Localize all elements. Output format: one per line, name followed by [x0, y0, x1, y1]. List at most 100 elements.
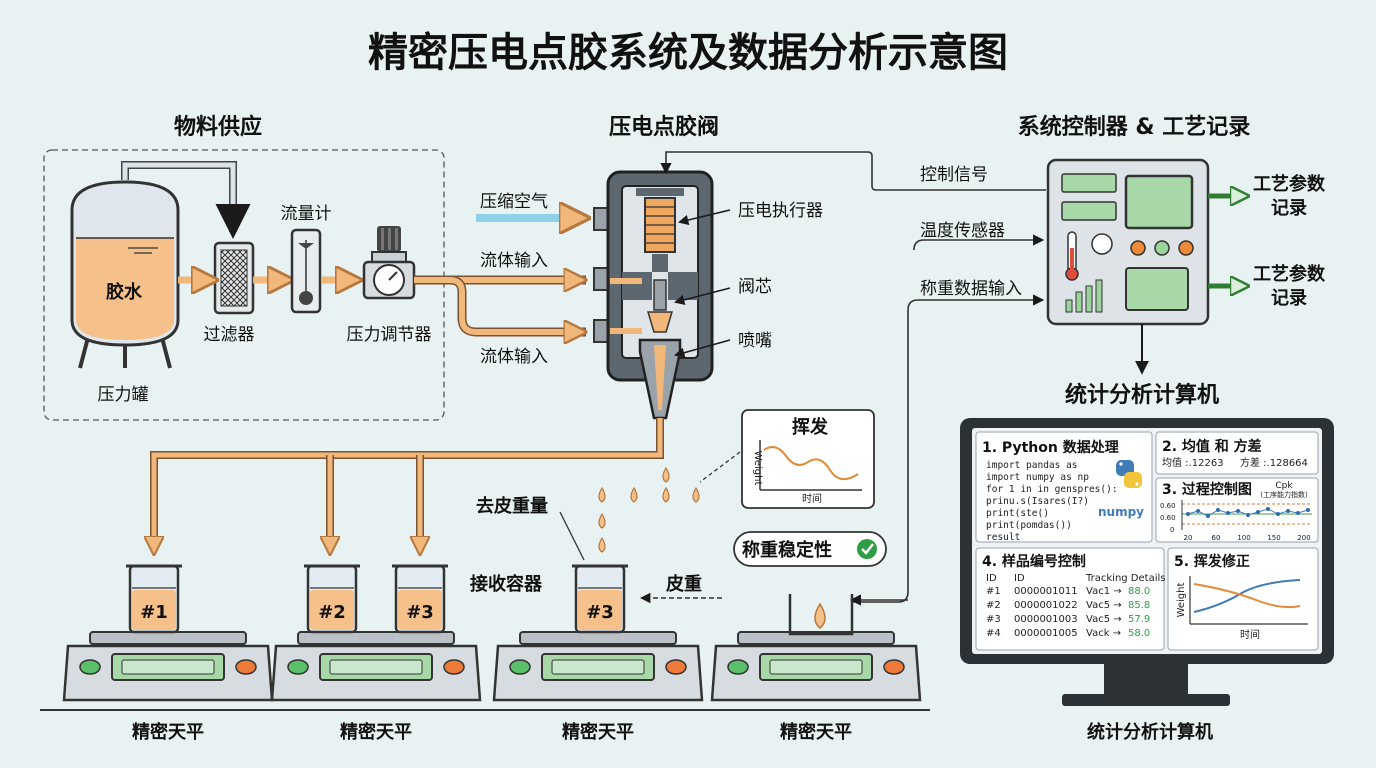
control-chart-point — [1296, 511, 1300, 515]
flowmeter — [290, 228, 322, 314]
actuator-label: 压电执行器 — [738, 201, 823, 221]
temp-sensor-label: 温度传感器 — [920, 221, 1005, 241]
row-id: 0000001003 — [1014, 614, 1078, 625]
tare-weight-label: 去皮重量 — [476, 495, 548, 517]
code-line-2: import numpy as np — [986, 472, 1089, 483]
control-chart-point — [1286, 509, 1290, 513]
scale-button-orange — [235, 659, 257, 675]
panel-mean-variance: 2. 均值 和 方差 均值 :.12263 方差 :.128664 — [1155, 431, 1319, 475]
filter — [213, 241, 255, 315]
pressure-regulator — [362, 226, 416, 300]
beaker-label: #2 — [318, 602, 346, 623]
xtick-1: 20 — [1184, 534, 1193, 542]
code-line-4: prinu.s(Isares(I?) — [986, 496, 1089, 507]
piezo-valve — [593, 170, 714, 420]
python-logo-icon — [1116, 460, 1142, 488]
beaker-label: #1 — [140, 602, 168, 623]
code-line-6: print(pomdas()) — [986, 520, 1072, 531]
beaker-label: #3 — [586, 602, 614, 623]
distribution-pipe — [150, 418, 664, 548]
panel-control-chart: 3. 过程控制图 Cpk (工序能力指数) 0.60 0.60 0 20 60 … — [1155, 477, 1319, 543]
scale-label: 精密天平 — [340, 721, 412, 743]
regulator-label: 压力调节器 — [347, 325, 432, 345]
row-tracking: Vac1 → — [1086, 586, 1122, 597]
evaporation-xlabel: 时间 — [802, 492, 822, 505]
air-label: 压缩空气 — [480, 192, 548, 212]
system-controller — [1046, 158, 1210, 326]
control-chart-point — [1266, 507, 1270, 511]
tank-content-label: 胶水 — [106, 281, 143, 303]
cpk-sublabel: (工序能力指数) — [1260, 490, 1308, 499]
control-chart-point — [1246, 513, 1250, 517]
scale-button-green — [79, 659, 101, 675]
core-pointer — [673, 287, 731, 305]
row-value: 88.0 — [1128, 586, 1150, 597]
panel-5-title: 5. 挥发修正 — [1174, 553, 1250, 570]
led-green — [1154, 240, 1170, 256]
scale-button-orange — [443, 659, 465, 675]
pressure-tank: 胶水 — [70, 180, 180, 369]
row-index: #4 — [986, 628, 1001, 639]
led-orange-2 — [1178, 240, 1194, 256]
control-chart-point — [1186, 512, 1190, 516]
row-tracking: Vac5 → — [1086, 614, 1122, 625]
page-title: 精密压电点胶系统及数据分析示意图 — [368, 30, 1008, 76]
core-label: 阀芯 — [738, 277, 772, 297]
ytick-3: 0 — [1170, 526, 1174, 534]
tare-label: 皮重 — [666, 573, 702, 595]
cpk-label: Cpk — [1275, 481, 1293, 491]
control-chart-point — [1236, 509, 1240, 513]
row-id: 0000001022 — [1014, 600, 1078, 611]
evaporation-title: 挥发 — [792, 416, 829, 438]
xtick-2: 60 — [1212, 534, 1221, 542]
section-valve-title: 压电点胶阀 — [609, 114, 719, 140]
scale-button-green — [727, 659, 749, 675]
nozzle-pointer — [673, 339, 731, 358]
panel-2-title: 2. 均值 和 方差 — [1162, 438, 1262, 455]
tank-label: 压力罐 — [98, 385, 149, 405]
flowmeter-label: 流量计 — [281, 204, 332, 224]
section-supply-title: 物料供应 — [174, 114, 262, 140]
numpy-logo-text: numpy — [1098, 505, 1144, 519]
control-chart-points — [1186, 507, 1310, 518]
row-id: 0000001005 — [1014, 628, 1078, 639]
supply-dashed-box — [43, 149, 445, 421]
row-tracking: Vack → — [1086, 628, 1121, 639]
ytick-2: 0.60 — [1160, 514, 1176, 522]
panel-evaporation-correction: 5. 挥发修正 Weight 时间 — [1167, 547, 1319, 651]
control-chart-point — [1226, 511, 1230, 515]
variance-value: 方差 :.128664 — [1240, 456, 1308, 469]
stability-badge: 称重稳定性 — [733, 531, 887, 567]
scale-button-green — [509, 659, 531, 675]
led-orange — [1130, 240, 1146, 256]
droplets — [598, 466, 700, 553]
check-icon — [857, 539, 877, 559]
row-value: 57.9 — [1128, 614, 1150, 625]
evaporation-ylabel: Weight — [752, 451, 763, 486]
record-1-line2: 记录 — [1271, 198, 1307, 219]
code-line-1: import pandas as — [986, 460, 1078, 471]
mean-value: 均值 :.12263 — [1162, 456, 1224, 469]
fluid-input-label-1: 流体输入 — [480, 251, 548, 271]
evaporation-pointer — [699, 451, 741, 483]
panel-python: 1. Python 数据处理 import pandas as import n… — [975, 431, 1153, 543]
row-tracking: Vac5 → — [1086, 600, 1122, 611]
record-2-line1: 工艺参数 — [1253, 263, 1326, 285]
row-index: #2 — [986, 600, 1001, 611]
precision-scale — [492, 631, 704, 702]
record-2-line2: 记录 — [1271, 288, 1307, 309]
control-chart-point — [1206, 514, 1210, 518]
precision-scale — [62, 631, 274, 702]
beaker: #2 — [304, 564, 360, 634]
fluid-input-label-2: 流体输入 — [480, 347, 548, 367]
panel-1-title: 1. Python 数据处理 — [982, 439, 1119, 456]
col-header-3: Tracking Details — [1085, 573, 1165, 584]
control-chart-point — [1256, 510, 1260, 514]
precision-scale — [710, 631, 922, 702]
ytick-1: 0.60 — [1160, 502, 1176, 510]
beaker: #3 — [572, 564, 628, 634]
